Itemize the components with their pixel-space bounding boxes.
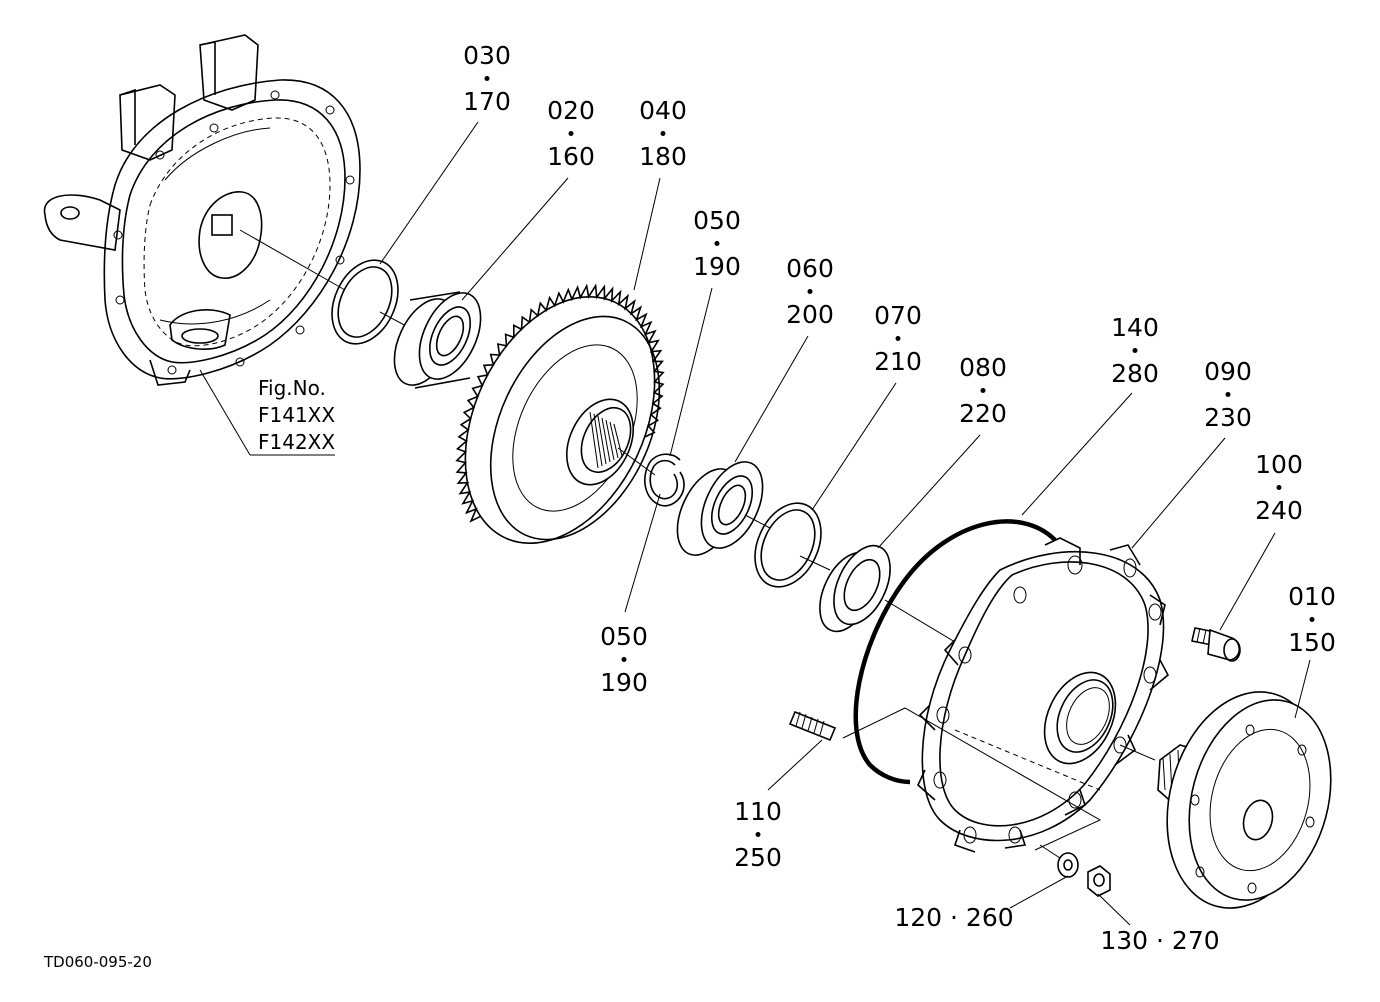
callout-dot xyxy=(1309,617,1315,622)
callout-top-label: 070 xyxy=(874,301,922,330)
bevel-gear-040 xyxy=(455,283,665,544)
bearing-060 xyxy=(676,461,764,556)
bearing-020 xyxy=(393,291,482,389)
callout-top-label: 040 xyxy=(639,96,687,125)
callout-bottom-label: 240 xyxy=(1255,496,1303,525)
callout-dot xyxy=(568,131,574,136)
callout-dot xyxy=(714,241,720,246)
callout-bottom-label: 280 xyxy=(1111,359,1159,388)
large-o-ring-140 xyxy=(853,519,1057,785)
callout-120-260: 120 · 260 xyxy=(894,903,1014,932)
gear-housing xyxy=(43,34,361,456)
callout-bottom-label: 190 xyxy=(600,668,648,697)
callout-top-label: 030 xyxy=(463,41,511,70)
callout-top-label: 110 xyxy=(734,797,782,826)
fig-title: Fig.No. xyxy=(258,376,326,400)
callout-bottom-label: 160 xyxy=(547,142,595,171)
callout-dot xyxy=(895,336,901,341)
callout-dot xyxy=(755,832,761,837)
callout-dot xyxy=(1132,348,1138,353)
callout-bottom-label: 230 xyxy=(1204,403,1252,432)
callout-bottom-label: 180 xyxy=(639,142,687,171)
fig-reference: Fig.No. F141XX F142XX xyxy=(258,375,335,456)
callout-dot xyxy=(484,76,490,81)
callout-dot xyxy=(1225,392,1231,397)
callout-dot xyxy=(807,289,813,294)
snap-ring-050 xyxy=(644,453,685,507)
spline-line xyxy=(605,419,615,461)
o-ring-030 xyxy=(331,259,399,345)
cover-090 xyxy=(917,537,1170,853)
callout-top-label: 010 xyxy=(1288,582,1336,611)
callout-top-label: 050 xyxy=(600,622,648,651)
callout-dot xyxy=(1276,485,1282,490)
spline-line xyxy=(609,421,619,459)
fig-ref-line-2: F142XX xyxy=(258,430,336,454)
callout-bottom-label: 150 xyxy=(1288,628,1336,657)
callout-130-270: 130 · 270 xyxy=(1100,926,1220,955)
washer-120 xyxy=(1057,852,1079,878)
callout-bottom-label: 190 xyxy=(693,252,741,281)
callout-dot xyxy=(660,131,666,136)
spline-line xyxy=(601,417,611,463)
callout-top-label: 100 xyxy=(1255,450,1303,479)
flange-shaft-010 xyxy=(1157,691,1332,909)
oil-seal-080 xyxy=(819,544,891,633)
callout-top-label: 080 xyxy=(959,353,1007,382)
callout-top-label: 090 xyxy=(1204,357,1252,386)
spline-line xyxy=(593,413,603,467)
callout-top-label: 050 xyxy=(693,206,741,235)
callout-bottom-label: 220 xyxy=(959,399,1007,428)
spline-line xyxy=(613,423,623,457)
callout-top-label: 020 xyxy=(547,96,595,125)
spline-line xyxy=(589,411,599,469)
spline-line xyxy=(597,415,607,465)
plug-100 xyxy=(1191,627,1241,662)
stud-bolt-110 xyxy=(788,710,837,742)
callout-bottom-label: 200 xyxy=(786,300,834,329)
callout-top-label: 060 xyxy=(786,254,834,283)
callout-bottom-label: 170 xyxy=(463,87,511,116)
fig-ref-line-1: F141XX xyxy=(258,403,336,427)
ring-070 xyxy=(754,502,822,588)
callout-bottom-label: 250 xyxy=(734,843,782,872)
callout-top-label: 140 xyxy=(1111,313,1159,342)
callout-bottom-label: 210 xyxy=(874,347,922,376)
callout-dot xyxy=(980,388,986,393)
nut-130 xyxy=(1087,865,1111,897)
leader-lines xyxy=(379,121,1311,926)
callout-dot xyxy=(621,657,627,662)
drawing-code: TD060-095-20 xyxy=(44,953,152,971)
